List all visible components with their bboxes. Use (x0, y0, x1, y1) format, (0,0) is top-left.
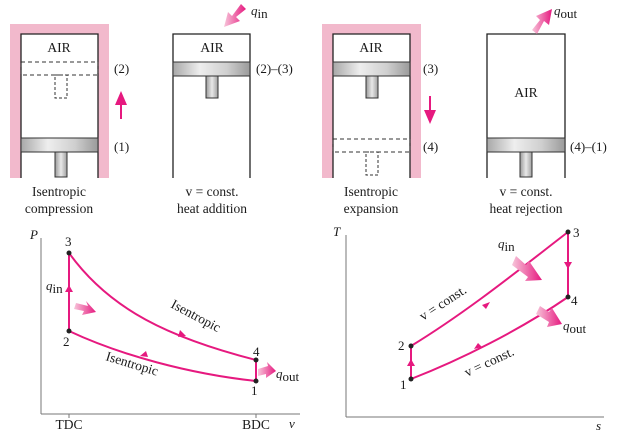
piston-rod (365, 75, 379, 99)
heat-in-arrow-icon (224, 4, 246, 27)
state-point-2 (408, 343, 414, 349)
state-point-2 (66, 328, 72, 334)
piston (486, 137, 566, 153)
heat-in-arrow-icon (74, 301, 96, 315)
gas-label: AIR (359, 40, 382, 55)
s-axis-label: s (596, 418, 601, 433)
isentropic-expansion-curve (68, 252, 257, 361)
state-point-1 (253, 378, 259, 384)
direction-arrow-icon (407, 359, 415, 366)
direction-arrow-icon (564, 262, 572, 269)
piston (332, 61, 411, 77)
state-label: (2)–(3) (256, 61, 293, 76)
point-label-4: 4 (253, 344, 260, 359)
point-label-2: 2 (398, 338, 405, 353)
piston-rod (205, 75, 219, 99)
cylinder-wall (172, 33, 251, 178)
isentropic-compression-curve (68, 330, 257, 382)
t-axis-label: T (333, 224, 341, 239)
piston-rod (519, 151, 533, 178)
direction-arrow-icon (474, 343, 482, 349)
ts-diagram: T s 2 1 3 4 v = const. v = const. qin qo… (333, 224, 604, 433)
state-point-4 (565, 294, 571, 300)
constant-volume-heat-addition-line (410, 231, 569, 347)
cylinder-heat-rejection: AIR (4)–(1) qout v = const. heat rejecti… (486, 3, 607, 216)
heat-out-label: qout (563, 318, 587, 336)
gas-label: AIR (200, 40, 223, 55)
pv-diagram: P v TDC BDC 3 2 4 1 Isentropic Isentropi… (29, 227, 300, 432)
lower-curve-label: Isentropic (104, 349, 160, 379)
gas-label: AIR (514, 85, 537, 100)
cylinder-wall (486, 33, 566, 178)
piston-rod-dashed (365, 151, 379, 176)
point-label-4: 4 (571, 293, 578, 308)
state-label: (4)–(1) (570, 139, 607, 154)
heat-out-label: qout (554, 3, 578, 21)
caption-line-2: heat rejection (489, 201, 562, 216)
state-label-top: (3) (423, 61, 438, 76)
heat-in-label: qin (251, 3, 268, 21)
state-label-bottom: (1) (114, 139, 129, 154)
state-label-bottom: (4) (423, 139, 438, 154)
v-axis-label: v (289, 416, 295, 431)
constant-volume-heat-rejection-line (410, 296, 569, 380)
heat-in-arrow-icon (512, 256, 542, 281)
direction-arrow-icon (482, 302, 490, 309)
heat-in-label: qin (46, 278, 63, 296)
point-label-2: 2 (63, 334, 70, 349)
heat-out-label: qout (276, 366, 300, 384)
heat-out-arrow-icon (532, 9, 552, 34)
piston-rod (54, 151, 68, 178)
point-label-3: 3 (65, 234, 72, 249)
caption-line-1: Isentropic (32, 184, 86, 199)
caption-line-2: compression (25, 201, 93, 216)
piston (20, 137, 99, 153)
direction-arrow-icon (65, 285, 73, 292)
upper-curve-label: Isentropic (169, 296, 224, 335)
cylinder-interior (333, 34, 410, 178)
caption-line-2: heat addition (177, 201, 247, 216)
cylinder-isentropic-compression: AIR (2) (1) Isentropic compression (10, 24, 129, 216)
state-label-top: (2) (114, 61, 129, 76)
piston (172, 61, 251, 77)
caption-line-1: Isentropic (344, 184, 398, 199)
heat-in-label: qin (498, 236, 515, 254)
direction-arrow-icon (178, 330, 186, 337)
cylinder-wall (332, 33, 411, 178)
point-label-1: 1 (400, 377, 407, 392)
p-axis-label: P (29, 227, 38, 242)
piston-position-2-dashed (20, 61, 99, 76)
point-label-1: 1 (251, 383, 258, 398)
piston-rod-dashed (54, 74, 68, 99)
caption-line-1: v = const. (500, 184, 553, 199)
lower-line-label: v = const. (462, 344, 516, 380)
cylinder-wall (20, 33, 99, 178)
tdc-label: TDC (56, 417, 83, 432)
point-label-3: 3 (573, 225, 580, 240)
upper-line-label: v = const. (416, 282, 469, 323)
state-point-3 (66, 250, 72, 256)
heat-out-arrow-icon (258, 362, 276, 378)
cylinder-heat-addition: AIR (2)–(3) qin v = const. heat addition (172, 3, 293, 216)
state-point-4 (253, 357, 259, 363)
caption-line-1: v = const. (186, 184, 239, 199)
state-point-3 (565, 229, 571, 235)
direction-arrow-icon (140, 351, 148, 357)
cylinder-isentropic-expansion: AIR (3) (4) Isentropic expansion (322, 24, 438, 216)
bdc-label: BDC (242, 417, 270, 432)
heat-out-arrow-icon (536, 306, 562, 327)
caption-line-2: expansion (344, 201, 399, 216)
gas-label: AIR (47, 40, 70, 55)
state-point-1 (408, 376, 414, 382)
